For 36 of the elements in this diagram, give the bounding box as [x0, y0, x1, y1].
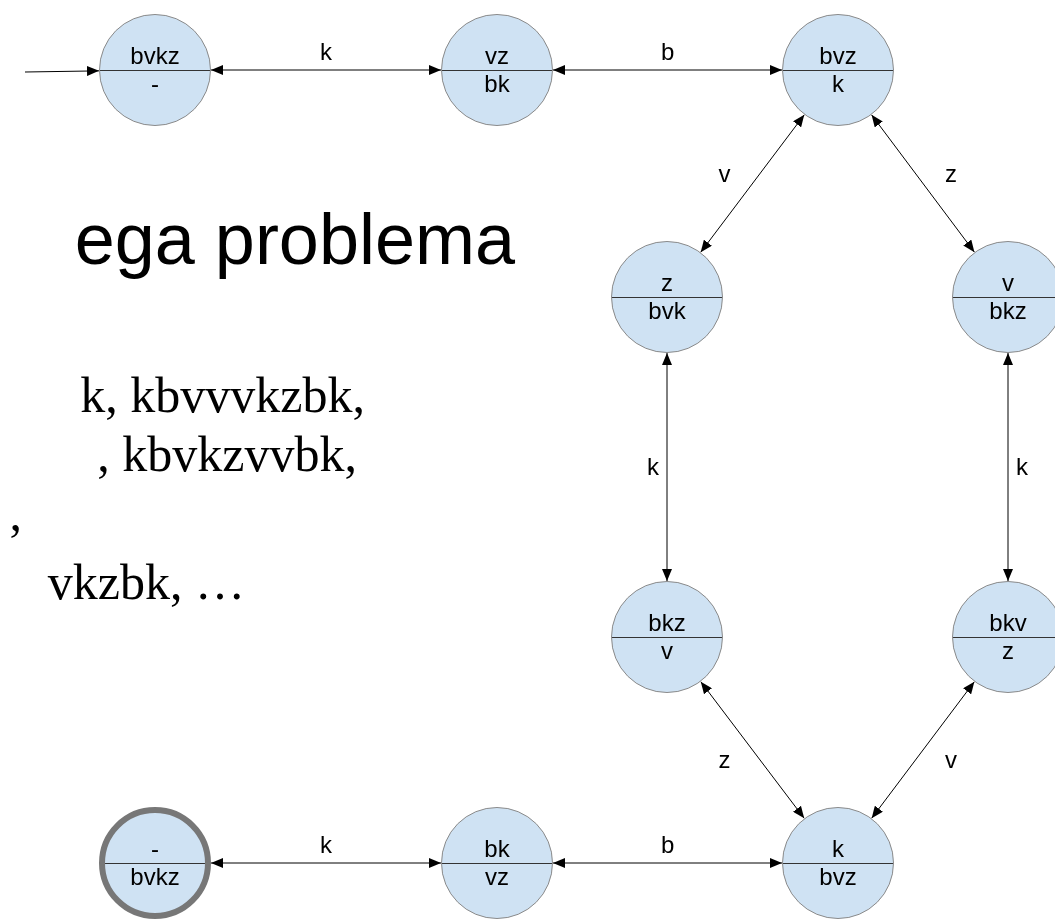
state-label: bk — [483, 836, 511, 862]
state-label: - — [150, 71, 160, 97]
state-label: k — [831, 71, 845, 97]
arrow — [662, 352, 672, 582]
arrow — [871, 681, 975, 819]
state-label: bkz — [988, 298, 1028, 324]
state-label: vz — [484, 43, 510, 69]
state-label: bvk — [647, 298, 687, 324]
arrow — [210, 858, 442, 868]
arrow — [700, 114, 805, 253]
arrow — [552, 858, 783, 868]
state-label: bk — [483, 71, 511, 97]
arrow — [1003, 352, 1013, 582]
state-label: k — [831, 836, 845, 862]
arrow — [700, 681, 805, 819]
text-line: , kbvkzvvbk, — [97, 427, 357, 482]
state-label: z — [660, 270, 674, 296]
state-label: bkv — [988, 610, 1028, 636]
state-label: v — [660, 638, 674, 664]
text-line: , — [9, 486, 22, 541]
state-label: bvkz — [129, 43, 181, 69]
text-line: k, kbvvvkzbk, — [80, 368, 365, 423]
state-label: bvkz — [129, 864, 181, 890]
text-line: vkzbk, … — [47, 555, 245, 610]
state-label: v — [1001, 270, 1015, 296]
heading: ega problema — [74, 200, 515, 280]
arrow — [871, 114, 975, 253]
state-label: z — [1001, 638, 1015, 664]
state-label: bkz — [647, 610, 687, 636]
arrow — [210, 65, 442, 75]
state-label: - — [150, 836, 160, 862]
state-label: vz — [484, 864, 510, 890]
state-label: bvz — [818, 43, 858, 69]
state-label: bvz — [818, 864, 858, 890]
arrow — [552, 65, 783, 75]
arrow — [24, 66, 100, 77]
